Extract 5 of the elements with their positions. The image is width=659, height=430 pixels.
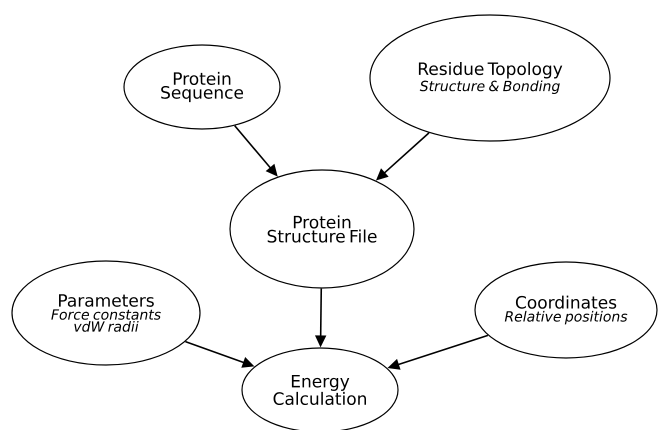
ellipse-node: Protein Structure File xyxy=(229,169,415,289)
ellipse-node: Parameters Force constants vdW radii xyxy=(11,260,201,366)
ellipse-node: Protein Sequence xyxy=(123,44,281,130)
ellipse-node: Residue Topology Structure & Bonding xyxy=(369,14,611,142)
ellipse-node: Coordinates Relative positions xyxy=(474,261,658,359)
